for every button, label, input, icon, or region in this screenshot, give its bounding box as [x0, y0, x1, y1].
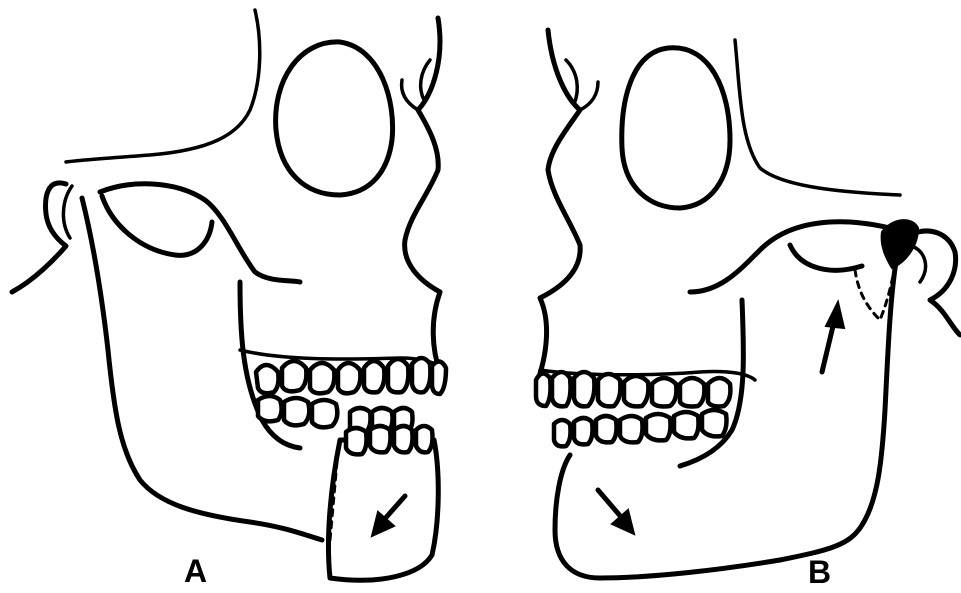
skull-a-condyle	[102, 196, 212, 255]
panel-label-a: A	[184, 555, 207, 587]
tooth	[312, 400, 337, 427]
tooth	[708, 378, 730, 407]
tooth	[620, 416, 643, 442]
arrow-b-up	[822, 302, 844, 372]
tooth	[258, 396, 282, 421]
skull-a-mastoid	[12, 183, 66, 292]
skull-a-cranium-line	[66, 10, 260, 162]
tooth	[256, 365, 279, 393]
skull-a-orbit	[276, 42, 393, 195]
skull-b-lower-teeth	[554, 410, 727, 446]
skull-b-condyle-mark	[882, 220, 918, 268]
skull-b-orbit	[622, 48, 730, 208]
arrow-b-down	[598, 490, 634, 534]
tooth	[284, 398, 309, 425]
tooth	[554, 420, 571, 446]
tooth	[432, 361, 446, 394]
arrow-a	[372, 496, 405, 536]
tooth	[388, 359, 408, 392]
skull-a-fragment-teeth	[346, 426, 433, 454]
panel-label-b: B	[808, 556, 831, 588]
tooth	[574, 418, 593, 444]
skull-b-nasal-profile	[538, 30, 580, 380]
tooth	[574, 372, 594, 406]
skull-a-displaced-fragment	[328, 440, 438, 580]
tooth	[370, 426, 391, 452]
skull-b-mastoid	[918, 231, 960, 335]
skull-b-cranium-line	[735, 40, 900, 195]
tooth	[338, 363, 360, 393]
tooth	[394, 426, 413, 452]
tooth	[624, 376, 648, 406]
skull-b-ear-inner	[912, 246, 926, 282]
tooth	[652, 378, 676, 407]
skull-a	[12, 10, 440, 580]
tooth	[596, 416, 617, 442]
skull-b-condyle	[790, 245, 862, 270]
tooth	[282, 361, 306, 391]
skull-b-upper-teeth	[536, 372, 730, 407]
tooth	[416, 426, 433, 452]
tooth	[310, 363, 334, 393]
tooth	[346, 428, 367, 454]
tooth	[646, 414, 671, 440]
skull-a-ear-inner	[63, 186, 72, 238]
tooth	[702, 410, 727, 436]
tooth	[680, 378, 704, 407]
skull-a-upper-teeth	[256, 358, 446, 394]
tooth	[536, 373, 551, 406]
tooth	[412, 358, 430, 392]
tooth	[364, 361, 384, 392]
tooth	[674, 412, 699, 438]
tooth	[552, 372, 571, 406]
tooth	[598, 374, 620, 406]
